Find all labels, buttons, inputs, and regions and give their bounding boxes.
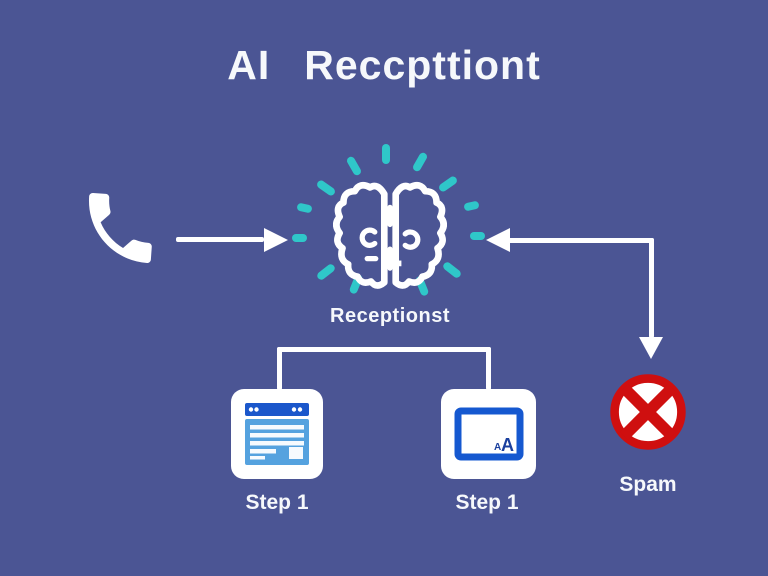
arrow-elbow-vertical-line [649, 238, 654, 338]
screen-small-letter: A [494, 442, 501, 453]
arrow-phone-to-brain-line [176, 237, 264, 242]
step1-label: Step 1 [245, 491, 309, 514]
page-title: AI Reccpttiont [0, 42, 768, 89]
ray-icon [292, 234, 307, 242]
spam-label: Spam [619, 473, 677, 496]
ray-icon [463, 200, 480, 212]
arrow-elbow-horizontal-line [508, 238, 654, 243]
ray-icon [411, 151, 429, 173]
arrow-to-spam-head-icon [639, 337, 663, 359]
screen-big-letter: A [501, 435, 514, 455]
arrow-phone-to-brain-head-icon [264, 228, 288, 252]
step2-label: Step 1 [455, 491, 519, 514]
brain-label: Receptionst [330, 305, 450, 327]
bracket-horizontal-line [277, 347, 491, 352]
ray-icon [296, 202, 313, 214]
ray-icon [470, 232, 485, 240]
brain-icon [333, 172, 447, 294]
arrow-to-brain-head-icon [486, 228, 510, 252]
screen-text-icon: A A [454, 407, 523, 461]
bracket-left-drop-line [277, 347, 282, 390]
title-prefix: AI [227, 42, 271, 88]
step1-card [231, 389, 323, 479]
bracket-right-drop-line [486, 347, 491, 390]
phone-icon [89, 193, 152, 263]
title-word: Reccpttiont [304, 42, 541, 88]
ray-icon [382, 144, 390, 164]
brain-rays [292, 144, 488, 320]
spam-no-entry-icon [610, 374, 686, 450]
browser-form-icon [245, 403, 309, 465]
step2-card: A A [441, 389, 536, 479]
